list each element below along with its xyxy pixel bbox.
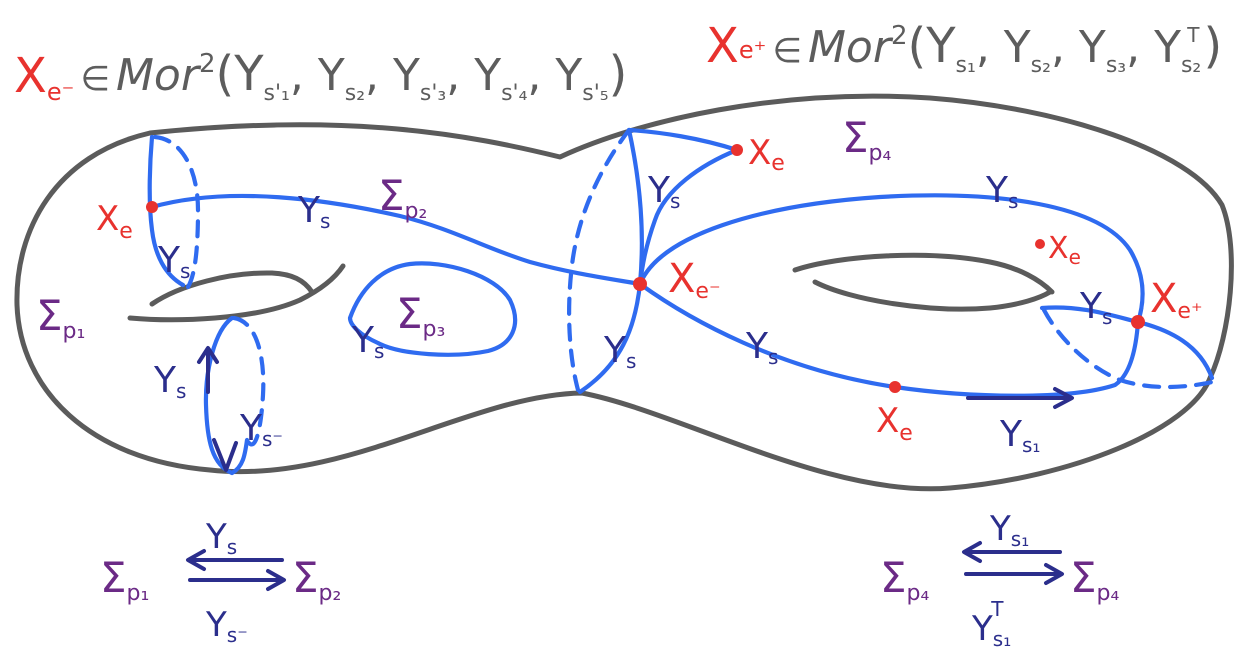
svg-text:Σp₄: Σp₄ bbox=[1070, 553, 1120, 606]
arrow-right-adjunction-top bbox=[962, 541, 1062, 563]
svg-text:Ys: Ys bbox=[205, 517, 237, 559]
curve-xe-to-xeminus bbox=[149, 193, 643, 287]
curve-labels: Ys Ys Ys Ys⁻ Ys Ys Ys Ys Ys Ys Ys₁ bbox=[153, 170, 1112, 457]
curve-arrows bbox=[197, 346, 1074, 472]
label-sigma-p3: Σp₃ bbox=[396, 289, 445, 342]
vertex-xe-bottom bbox=[889, 381, 901, 393]
inner-loop-p3 bbox=[347, 261, 518, 357]
svg-text:Ys₁T: Ys₁T bbox=[971, 597, 1011, 651]
label-sigma-p2: Σp₂ bbox=[378, 171, 427, 224]
curve-right-big-loop bbox=[637, 193, 1145, 325]
curve-lower-right bbox=[637, 281, 1141, 398]
arrow-left-adjunction-bottom bbox=[188, 569, 286, 591]
label-xe-minus: Xe⁻ bbox=[668, 256, 721, 304]
vertex-xe-minus bbox=[633, 277, 647, 291]
svg-text:Ys⁻: Ys⁻ bbox=[205, 605, 248, 647]
vertex-labels: Xe Xe⁻ Xe Xe Xe Xe⁺ bbox=[96, 133, 1203, 446]
svg-text:Σp₂: Σp₂ bbox=[292, 553, 341, 606]
header-left-formula: Xe⁻∈Mor2(Ys'₁, Ys₂, Ys'₃, Ys'₄, Ys'₅) bbox=[14, 46, 627, 106]
left-meridian-solid bbox=[147, 134, 186, 288]
vertex-xe-plus bbox=[1131, 315, 1145, 329]
svg-text:Xe⁺∈Mor2(Ys₁, Ys₂, Ys₃, Ys₂T): Xe⁺∈Mor2(Ys₁, Ys₂, Ys₃, Ys₂T) bbox=[706, 18, 1222, 78]
vertex-xe-mid-right bbox=[1035, 239, 1045, 249]
vertex-xe-left bbox=[146, 201, 158, 213]
label-ys-lower-loop: Ys bbox=[153, 360, 186, 403]
label-xe-left: Xe bbox=[96, 199, 133, 244]
label-xe-plus: Xe⁺ bbox=[1150, 276, 1203, 324]
right-meridian-dashed bbox=[1041, 307, 1215, 390]
arrow-right-bottom bbox=[966, 387, 1074, 409]
svg-text:Σp₁: Σp₁ bbox=[100, 553, 149, 606]
label-sigma-p1: Σp₁ bbox=[36, 291, 85, 344]
label-sigma-p4: Σp₄ bbox=[842, 113, 892, 166]
label-xe-top-right: Xe bbox=[748, 133, 785, 176]
label-ys1-bottom: Ys₁ bbox=[999, 414, 1040, 457]
svg-text:Ys₁: Ys₁ bbox=[989, 509, 1029, 551]
left-hole-lower bbox=[127, 263, 346, 323]
label-ys-neck-top: Ys bbox=[647, 170, 680, 213]
adjunction-right: Σp₄ Σp₄ Ys₁ Ys₁T bbox=[880, 509, 1120, 651]
svg-text:Xe⁻∈Mor2(Ys'₁, Ys₂, Ys'₃, Ys'₄: Xe⁻∈Mor2(Ys'₁, Ys₂, Ys'₃, Ys'₄, Ys'₅) bbox=[14, 46, 627, 106]
surface bbox=[14, 93, 1234, 492]
label-ys-p3-loop: Ys bbox=[351, 320, 384, 363]
arrow-left-adjunction-top bbox=[186, 549, 284, 571]
svg-text:Σp₄: Σp₄ bbox=[880, 553, 930, 606]
label-xe-mid-right: Xe bbox=[1048, 231, 1081, 269]
lower-left-loop-solid bbox=[203, 315, 250, 476]
neck-meridian-dashed bbox=[567, 127, 632, 393]
label-xe-bottom: Xe bbox=[876, 401, 913, 446]
label-ys-right-top: Ys bbox=[985, 170, 1018, 213]
blue-curves bbox=[147, 127, 1215, 476]
surface-outline bbox=[14, 93, 1234, 492]
label-ys-minus-lower-loop: Ys⁻ bbox=[239, 408, 283, 451]
right-hole-upper bbox=[792, 252, 1055, 295]
vertices bbox=[146, 144, 1145, 393]
header-right-formula: Xe⁺∈Mor2(Ys₁, Ys₂, Ys₃, Ys₂T) bbox=[706, 18, 1222, 78]
curve-top-right-to-xe bbox=[626, 127, 740, 287]
label-ys-right-meridian: Ys bbox=[1079, 286, 1112, 329]
right-hole-lower bbox=[812, 279, 1053, 312]
region-labels: Σp₁ Σp₂ Σp₃ Σp₄ bbox=[36, 113, 892, 344]
vertex-xe-top-right bbox=[731, 144, 743, 156]
left-meridian-dashed bbox=[152, 134, 201, 290]
lower-left-loop-dashed bbox=[231, 315, 266, 447]
left-hole-upper bbox=[149, 270, 315, 307]
label-ys-right-lower: Ys bbox=[745, 326, 778, 369]
adjunction-left: Σp₁ Σp₂ Ys Ys⁻ bbox=[100, 517, 341, 647]
label-ys-top-left: Ys bbox=[297, 190, 330, 233]
label-ys-left-meridian: Ys bbox=[157, 240, 190, 283]
label-ys-neck-bottom: Ys bbox=[603, 330, 636, 373]
arrow-left-loop-down bbox=[212, 438, 238, 472]
arrow-right-adjunction-bottom bbox=[964, 563, 1064, 585]
arrow-left-loop-up bbox=[197, 346, 219, 394]
